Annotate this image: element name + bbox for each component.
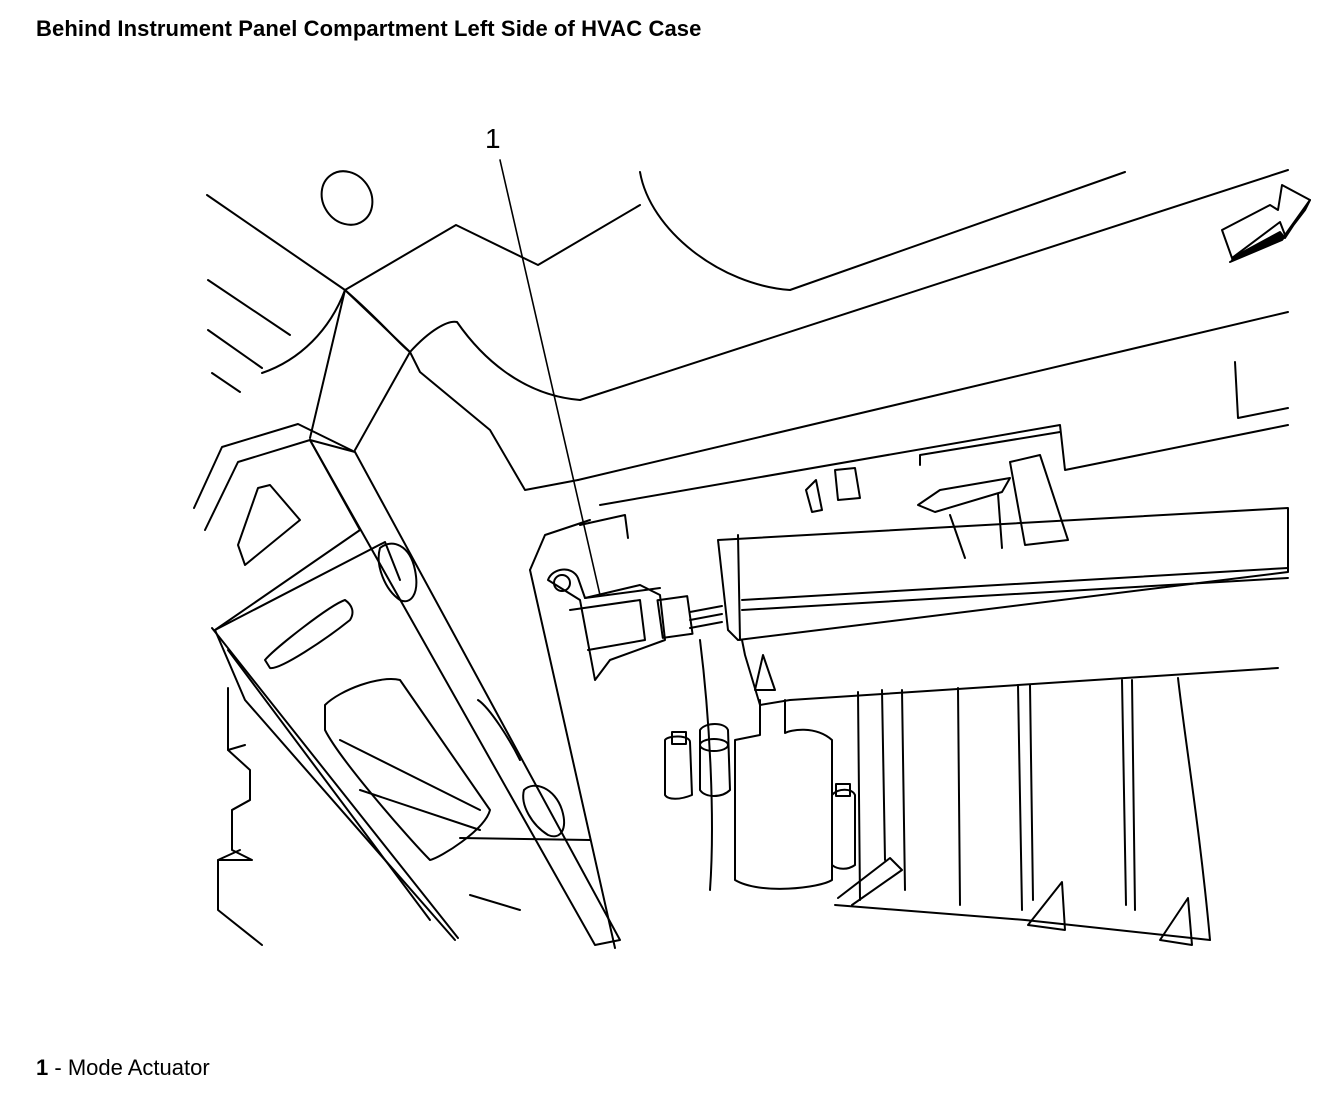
legend-item-separator: - (48, 1055, 68, 1080)
callout-leader-1 (500, 160, 600, 595)
dashboard-upper-edges (207, 161, 1288, 490)
mode-actuator (548, 570, 722, 680)
left-duct-housing (194, 424, 620, 945)
legend-item-label: Mode Actuator (67, 1055, 210, 1080)
legend-item-number: 1 (36, 1055, 49, 1080)
lower-components (665, 640, 1278, 945)
diagram-title: Behind Instrument Panel Compartment Left… (36, 16, 702, 41)
callout-label-1: 1 (485, 123, 501, 154)
forward-arrow-icon (1222, 185, 1310, 262)
legend: 1 - Mode Actuator (36, 1055, 210, 1081)
center-post (530, 515, 712, 948)
hvac-case-rail (600, 362, 1288, 640)
